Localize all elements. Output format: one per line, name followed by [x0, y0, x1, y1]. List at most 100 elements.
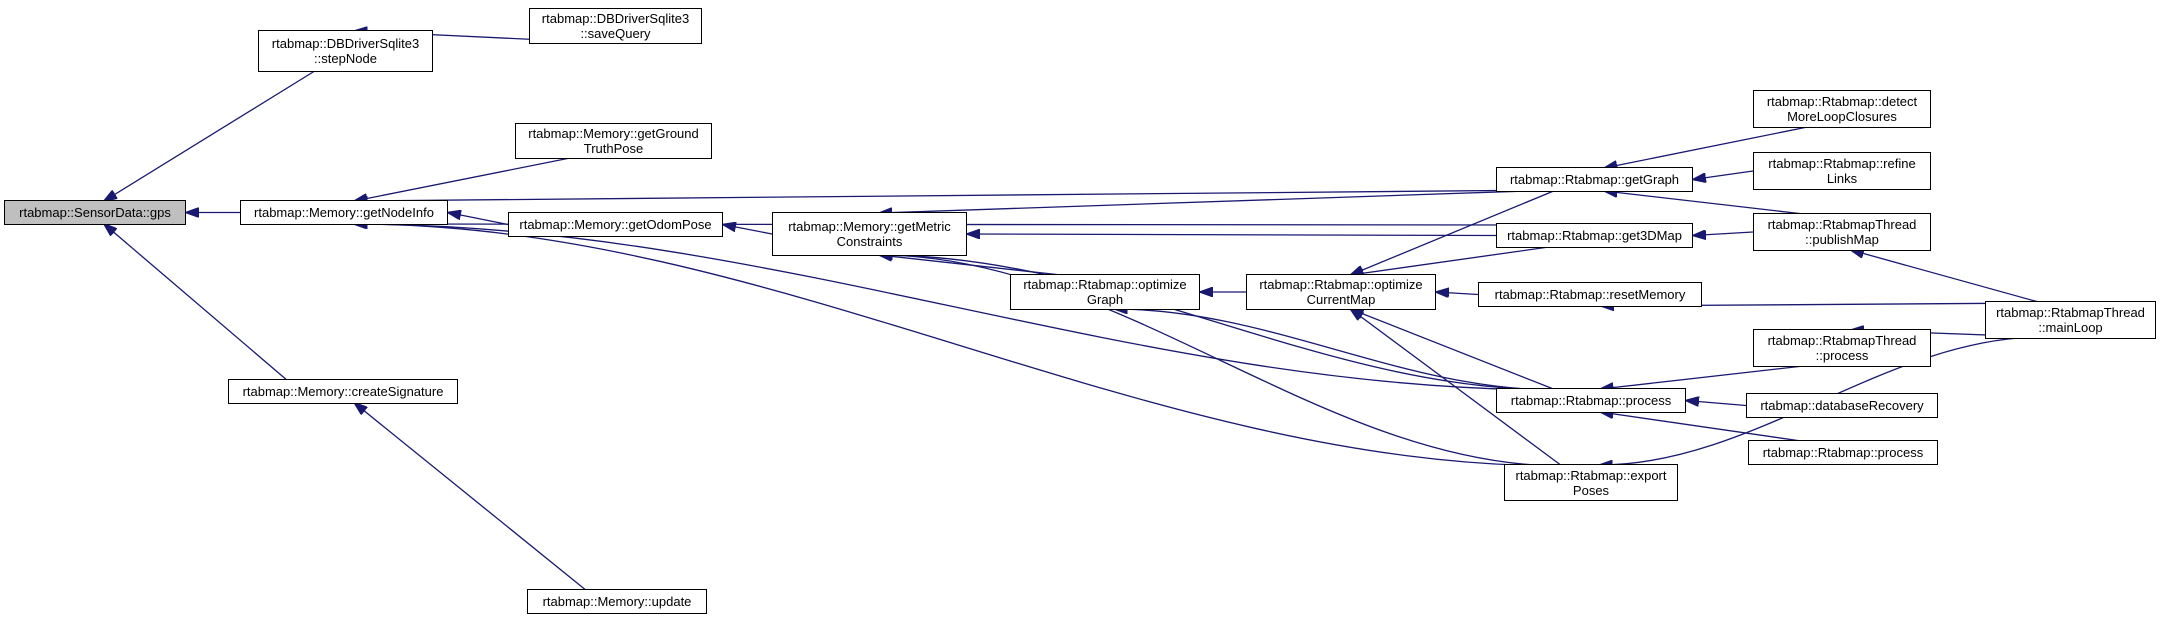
edge-createSignature-to-gps	[104, 224, 289, 382]
node-step-node[interactable]: rtabmap::DBDriverSqlite3::stepNode	[258, 30, 433, 72]
node-label-line: CurrentMap	[1306, 292, 1376, 307]
edge-resetMemory-to-optimizeCurrentMap	[1436, 292, 1479, 295]
node-label-line: rtabmap::SensorData::gps	[19, 205, 171, 220]
edge-getGroundTruthPose-to-getNodeInfo	[354, 156, 576, 201]
node-get-3-d-map[interactable]: rtabmap::Rtabmap::get3DMap	[1496, 223, 1693, 248]
node-get-node-info[interactable]: rtabmap::Memory::getNodeInfo	[240, 200, 448, 225]
node-label-line: Poses	[1572, 482, 1610, 498]
node-label: rtabmap::RtabmapThread::process	[1768, 333, 1917, 363]
node-label: rtabmap::Rtabmap::getGraph	[1510, 172, 1679, 187]
node-main-loop[interactable]: rtabmap::RtabmapThread::mainLoop	[1985, 301, 2156, 339]
node-create-signature[interactable]: rtabmap::Memory::createSignature	[228, 379, 458, 404]
edge-databaseRecovery-to-process	[1686, 401, 1747, 406]
edge-publishMap-to-getGraph	[1604, 191, 1813, 216]
node-label-line: rtabmap::Memory::createSignature	[242, 384, 444, 399]
edge-refineLinks-to-getGraph	[1693, 170, 1754, 180]
node-label-line: rtabmap::Rtabmap::optimize	[1023, 277, 1187, 292]
node-label-line: MoreLoopClosures	[1787, 109, 1897, 124]
edge-threadProcess-to-process	[1601, 364, 1813, 389]
node-label-line: rtabmap::Rtabmap::getGraph	[1509, 172, 1680, 187]
edge-getGraph-to-optimizeCurrentMap	[1351, 189, 1557, 275]
node-label-line: rtabmap::DBDriverSqlite3	[541, 11, 690, 26]
node-label: rtabmap::databaseRecovery	[1760, 398, 1923, 413]
node-label-line: Links	[1826, 171, 1858, 186]
node-reset-memory[interactable]: rtabmap::Rtabmap::resetMemory	[1478, 282, 1702, 307]
node-label-line: rtabmap::Memory::getMetric	[788, 219, 951, 234]
node-label-line: Constraints	[836, 234, 903, 249]
node-label-line: rtabmap::Rtabmap::process	[1510, 393, 1672, 408]
edge-update-to-createSignature	[355, 403, 588, 592]
node-label-line: rtabmap::Rtabmap::export	[1515, 467, 1667, 483]
node-label: rtabmap::Memory::getOdomPose	[519, 217, 711, 232]
node-database-recovery[interactable]: rtabmap::databaseRecovery	[1746, 393, 1938, 418]
node-label-line: rtabmap::Memory::getOdomPose	[519, 217, 712, 232]
node-label-line: rtabmap::RtabmapThread	[1996, 305, 2145, 320]
node-label-line: rtabmap::Rtabmap::resetMemory	[1494, 287, 1686, 302]
node-label-line: ::publishMap	[1805, 232, 1879, 247]
node-thread-process[interactable]: rtabmap::RtabmapThread::process	[1753, 329, 1931, 367]
node-label: rtabmap::DBDriverSqlite3::stepNode	[272, 36, 419, 66]
edge-detectMoreLoopClosures-to-getGraph	[1604, 125, 1813, 168]
edge-exportPoses-to-getMetricConstraints	[879, 255, 1563, 467]
edge-exportPoses-to-getNodeInfo	[354, 224, 1563, 467]
node-process[interactable]: rtabmap::Rtabmap::process	[1496, 388, 1686, 413]
node-label: rtabmap::Rtabmap::resetMemory	[1495, 287, 1686, 302]
node-label-line: ::mainLoop	[2038, 320, 2103, 335]
node-label: rtabmap::Memory::createSignature	[243, 384, 444, 399]
edge-process-to-getMetricConstraints	[879, 255, 1557, 391]
node-label-line: rtabmap::Rtabmap::detect	[1766, 94, 1918, 109]
node-label: rtabmap::DBDriverSqlite3::saveQuery	[542, 11, 689, 41]
edge-stepNode-to-gps	[104, 69, 317, 201]
node-save-query[interactable]: rtabmap::DBDriverSqlite3::saveQuery	[529, 8, 702, 44]
node-label-line: rtabmap::databaseRecovery	[1760, 398, 1924, 413]
node-label: rtabmap::SensorData::gps	[19, 205, 171, 220]
edge-process-to-optimizeGraph	[1115, 309, 1557, 391]
node-publish-map[interactable]: rtabmap::RtabmapThread::publishMap	[1753, 213, 1931, 251]
node-label-line: ::process	[1815, 348, 1869, 363]
node-label: rtabmap::Rtabmap::process	[1763, 445, 1923, 460]
node-label-line: rtabmap::Rtabmap::refine	[1768, 156, 1916, 171]
edge-process2-to-process	[1601, 412, 1809, 443]
node-label: rtabmap::Rtabmap::process	[1511, 393, 1671, 408]
node-label-line: rtabmap::Rtabmap::process	[1762, 445, 1924, 460]
node-label-line: rtabmap::DBDriverSqlite3	[271, 36, 420, 51]
node-label: rtabmap::RtabmapThread::publishMap	[1768, 217, 1917, 247]
edge-exportPoses-to-optimizeCurrentMap	[1351, 309, 1563, 467]
node-label-line: ::saveQuery	[580, 26, 651, 41]
node-update[interactable]: rtabmap::Memory::update	[527, 589, 707, 614]
node-label-line: rtabmap::RtabmapThread	[1767, 217, 1917, 232]
node-get-graph[interactable]: rtabmap::Rtabmap::getGraph	[1496, 167, 1693, 192]
edge-process-to-optimizeCurrentMap	[1351, 309, 1557, 391]
edge-mainLoop-to-publishMap	[1851, 250, 2043, 304]
edge-get3DMap-to-optimizeCurrentMap	[1351, 245, 1557, 275]
node-label: rtabmap::Memory::getNodeInfo	[254, 205, 434, 220]
node-gps[interactable]: rtabmap::SensorData::gps	[4, 200, 186, 225]
node-label-line: rtabmap::Rtabmap::optimize	[1259, 277, 1423, 292]
node-label: rtabmap::Memory::update	[543, 594, 692, 609]
node-label-line: rtabmap::Memory::getNodeInfo	[254, 205, 434, 220]
edge-getGraph-to-getNodeInfo	[354, 189, 1557, 201]
node-label-line: rtabmap::RtabmapThread	[1767, 333, 1917, 348]
node-get-odom-pose[interactable]: rtabmap::Memory::getOdomPose	[508, 212, 723, 237]
node-label-line: Graph	[1086, 292, 1124, 307]
node-label-line: rtabmap::Memory::update	[542, 594, 692, 609]
node-label: rtabmap::RtabmapThread::mainLoop	[1996, 305, 2145, 335]
node-process-2[interactable]: rtabmap::Rtabmap::process	[1748, 440, 1938, 465]
node-label-line: TruthPose	[583, 141, 644, 156]
edge-publishMap-to-get3DMap	[1693, 232, 1754, 236]
node-label-line: rtabmap::Memory::getGround	[528, 126, 699, 141]
